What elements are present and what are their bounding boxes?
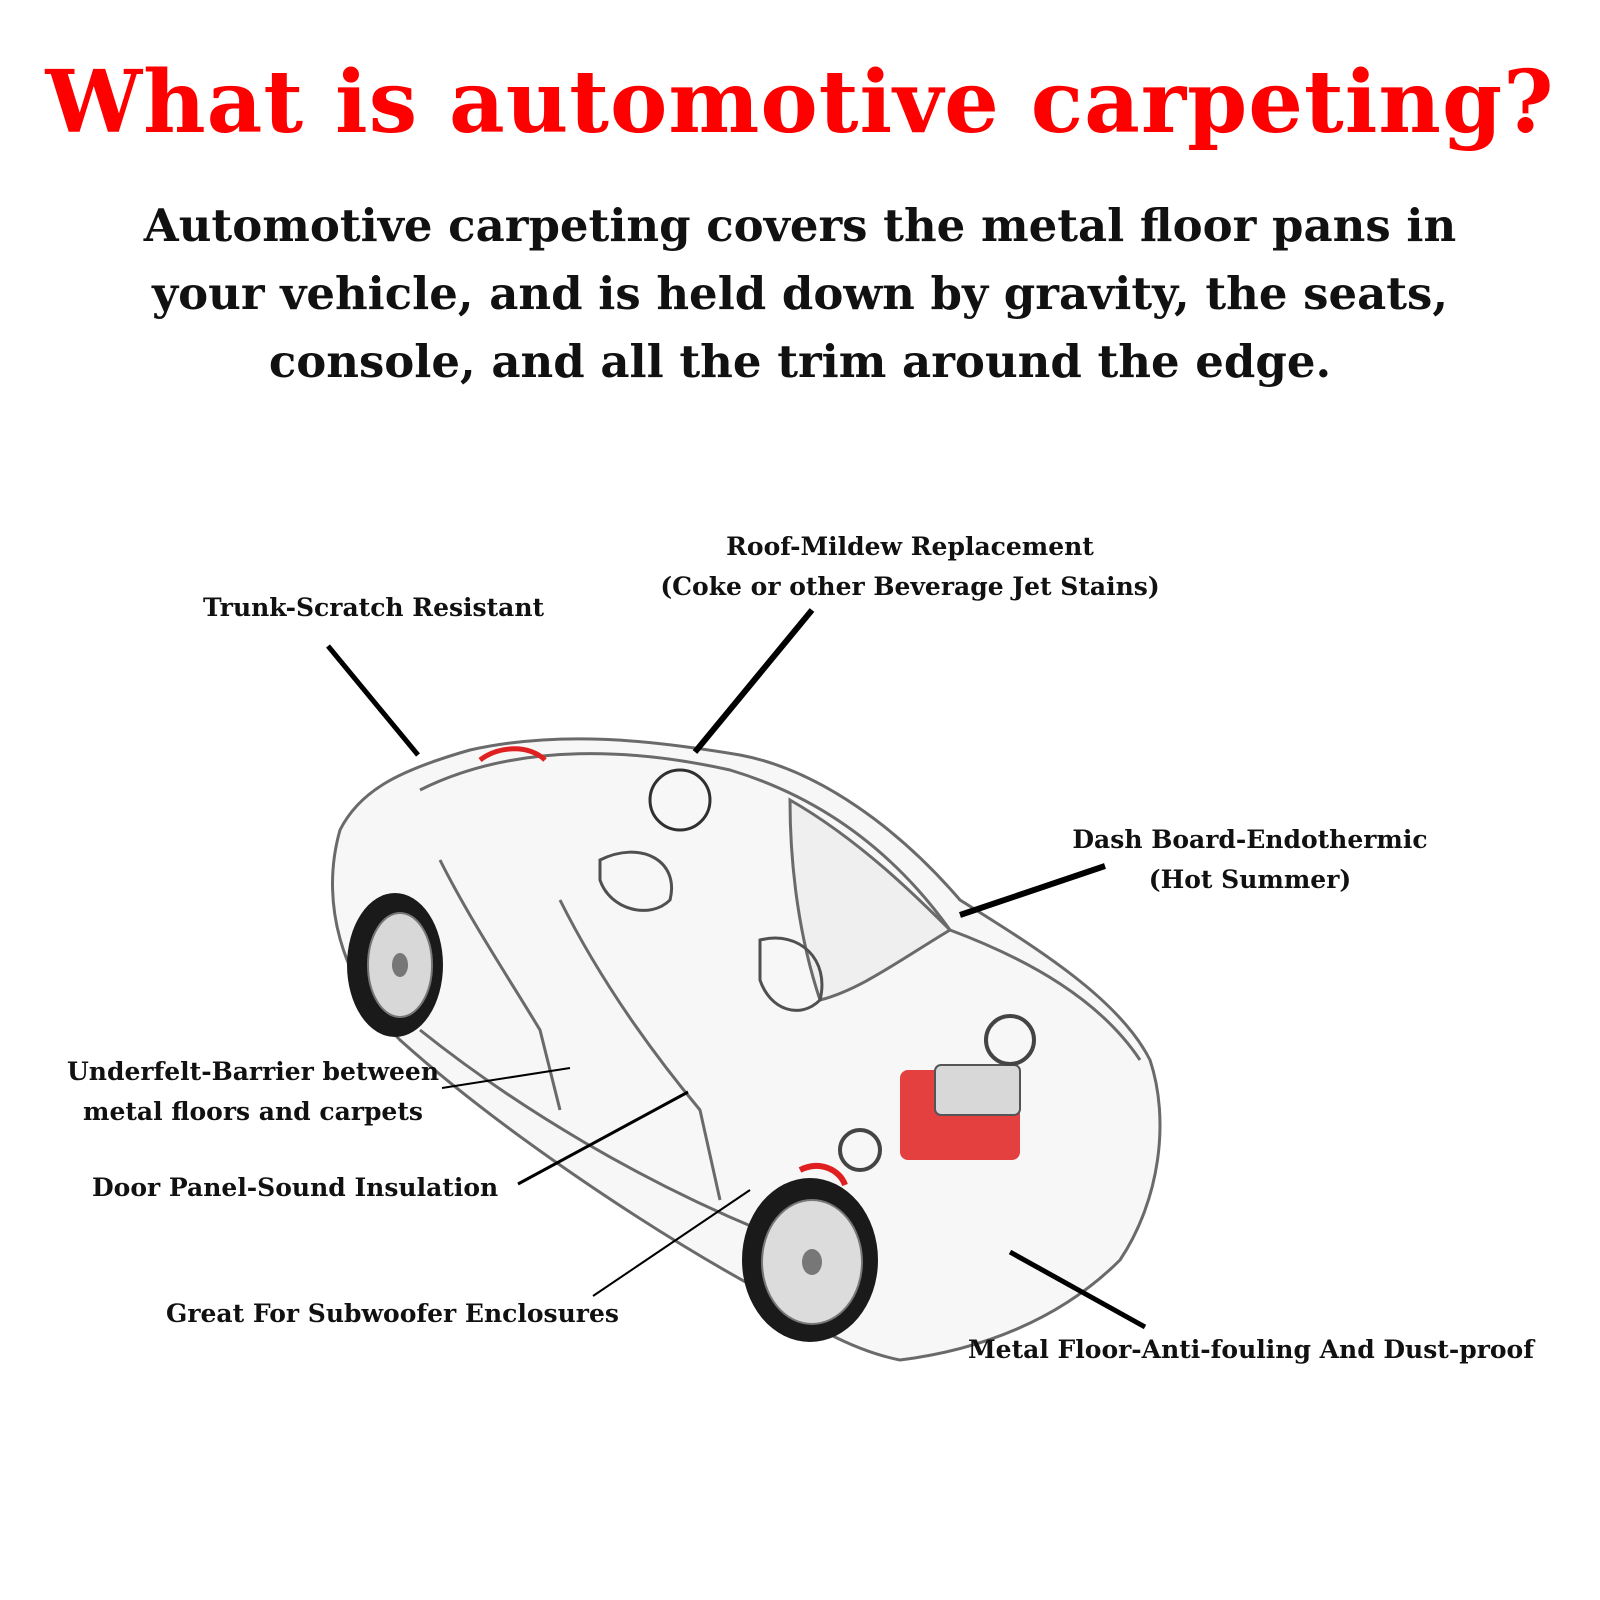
car-outline — [331, 737, 1162, 1362]
callout-underfelt-line-1: Underfelt-Barrier between — [66, 1057, 439, 1086]
callout-trunk-text: Trunk-Scratch Resistant — [203, 593, 545, 622]
seat-front — [758, 936, 824, 1012]
callout-dash-line-1: Dash Board-Endothermic — [1072, 825, 1428, 854]
callout-underfelt: Underfelt-Barrier between metal floors a… — [58, 1052, 448, 1132]
strut-top — [984, 1014, 1036, 1066]
wheels — [347, 893, 878, 1342]
red-accent-rear — [478, 746, 547, 763]
callout-door: Door Panel-Sound Insulation — [92, 1168, 498, 1208]
callout-trunk: Trunk-Scratch Resistant — [203, 588, 544, 628]
leader-line-trunk — [326, 644, 420, 757]
callout-underfelt-line-2: metal floors and carpets — [83, 1097, 423, 1126]
suspension-spring — [838, 1128, 882, 1172]
callout-subwoofer: Great For Subwoofer Enclosures — [166, 1294, 619, 1334]
hub-rear — [392, 953, 408, 977]
callout-dash: Dash Board-Endothermic (Hot Summer) — [1060, 820, 1440, 900]
engine-bay — [478, 746, 1036, 1187]
description: Automotive carpeting covers the metal fl… — [130, 192, 1470, 396]
car-body — [331, 737, 1162, 1362]
roof-line — [419, 752, 952, 931]
hub-front — [802, 1249, 822, 1275]
sill-line — [419, 1028, 761, 1232]
leader-line-underfelt — [441, 1067, 571, 1089]
leader-lines — [326, 608, 1147, 1330]
red-accent-brake — [798, 1163, 848, 1187]
hood-line — [949, 928, 1142, 1061]
seat-rear — [598, 850, 673, 912]
leader-line-metal-floor — [1008, 1249, 1147, 1330]
wheel-rear — [347, 893, 443, 1037]
description-line: console, and all the trim around the edg… — [268, 335, 1332, 388]
callout-dash-line-2: (Hot Summer) — [1148, 865, 1352, 894]
description-line: your vehicle, and is held down by gravit… — [151, 267, 1449, 320]
description-line: Automotive carpeting covers the metal fl… — [143, 199, 1457, 252]
leader-line-roof — [692, 608, 815, 754]
wheel-front — [742, 1178, 878, 1342]
windshield — [788, 797, 953, 1002]
leader-line-dash — [959, 863, 1106, 918]
callout-door-text: Door Panel-Sound Insulation — [92, 1173, 499, 1202]
callout-metal-floor-text: Metal Floor-Anti-fouling And Dust-proof — [968, 1335, 1534, 1364]
engine-cover — [934, 1064, 1021, 1116]
callout-metal-floor: Metal Floor-Anti-fouling And Dust-proof — [968, 1330, 1534, 1370]
callout-subwoofer-text: Great For Subwoofer Enclosures — [166, 1299, 619, 1328]
callout-roof-line-2: (Coke or other Beverage Jet Stains) — [660, 572, 1160, 601]
steering-wheel — [648, 768, 712, 832]
door-line-front — [558, 899, 722, 1201]
page-title: What is automotive carpeting? — [45, 52, 1555, 153]
callout-roof: Roof-Mildew Replacement (Coke or other B… — [650, 527, 1170, 607]
door-line-rear — [438, 859, 562, 1111]
leader-line-door — [517, 1090, 689, 1186]
leader-line-subwoofer — [592, 1189, 751, 1297]
callout-roof-line-1: Roof-Mildew Replacement — [726, 532, 1094, 561]
